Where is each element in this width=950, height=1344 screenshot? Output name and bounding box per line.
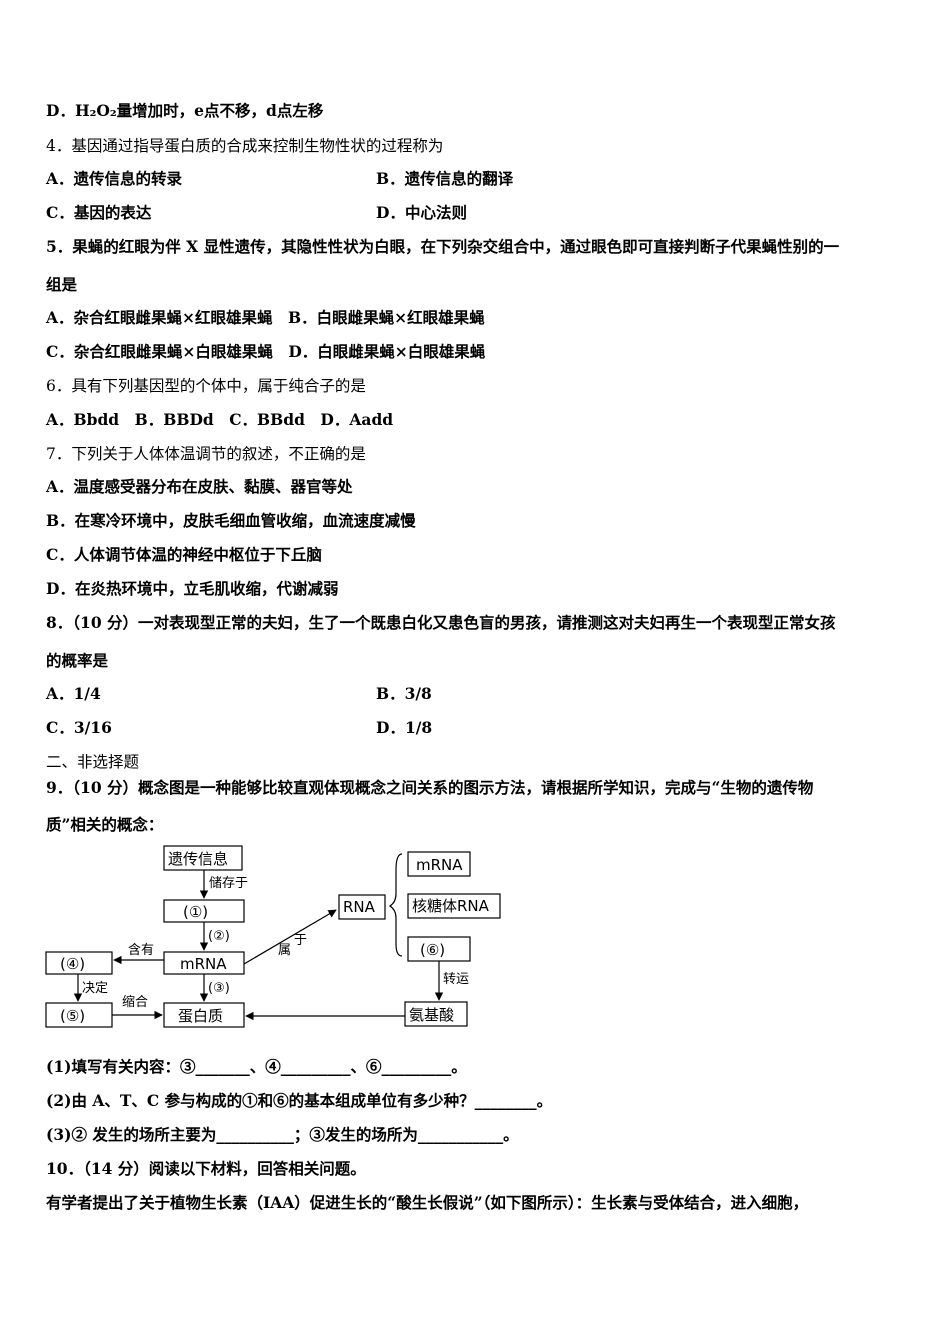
q9-sub3: (3)② 发生的场所主要为__________；③发生的场所为_________… xyxy=(46,1125,519,1144)
box-mrna-2 xyxy=(407,851,471,877)
box1-label: (①) xyxy=(183,903,208,921)
q5-options-ab: A．杂合红眼雌果蝇×红眼雄果蝇 B．白眼雌果蝇×红眼雄果蝇 xyxy=(46,308,485,327)
amino-acid-label: 氨基酸 xyxy=(409,1006,454,1024)
q8-option-b: B．3/8 xyxy=(376,684,432,703)
q9-stem-line1: 9．（10 分）概念图是一种能够比较直观体现概念之间关系的图示方法，请根据所学知… xyxy=(46,778,814,797)
q7-stem: 7．下列关于人体体温调节的叙述，不正确的是 xyxy=(46,445,366,463)
q4-option-d: D．中心法则 xyxy=(376,203,467,222)
rna-types-brace xyxy=(388,853,403,957)
box4-label: (④) xyxy=(60,955,85,973)
q9-sub1: (1)填写有关内容：③_______、④_________、⑥_________… xyxy=(46,1057,467,1076)
section-2-heading: 二、非选择题 xyxy=(46,753,140,771)
mrna-label: mRNA xyxy=(180,955,227,973)
q5-stem-line2: 组是 xyxy=(46,275,78,294)
box-protein xyxy=(163,1002,245,1028)
belongs-label-2: 于 xyxy=(294,933,307,948)
protein-label: 蛋白质 xyxy=(178,1007,223,1025)
q7-option-a: A．温度感受器分布在皮肤、黏膜、器官等处 xyxy=(46,477,353,496)
q6-stem: 6．具有下列基因型的个体中，属于纯合子的是 xyxy=(46,377,366,395)
q6-options: A．Bbdd B．BBDd C．BBdd D．Aadd xyxy=(46,410,394,429)
transport-label: 转运 xyxy=(443,972,469,987)
q5-options-cd: C．杂合红眼雌果蝇×白眼雄果蝇 D．白眼雌果蝇×白眼雄果蝇 xyxy=(46,342,486,361)
q4-option-b: B．遗传信息的翻译 xyxy=(376,169,514,188)
box-rna xyxy=(338,894,386,920)
q10-material: 有学者提出了关于植物生长素（IAA）促进生长的“酸生长假说”（如下图所示）：生长… xyxy=(46,1193,809,1212)
q4-option-a: A．遗传信息的转录 xyxy=(46,169,183,188)
q8-stem-line1: 8．（10 分）一对表现型正常的夫妇，生了一个既患白化又患色盲的男孩，请推测这对… xyxy=(46,613,836,632)
concept-map-diagram: 遗传信息 (①) mRNA (④) (⑤) 蛋白质 RNA mRNA 核糖体RN… xyxy=(45,845,501,1028)
q8-option-d: D．1/8 xyxy=(376,718,433,737)
q3-option-d: D．H₂O₂量增加时，e点不移，d点左移 xyxy=(46,101,324,120)
box5-label: (⑤) xyxy=(60,1007,85,1025)
contains-label: 含有 xyxy=(128,942,154,958)
box-4 xyxy=(45,951,113,975)
q5-stem-line1: 5．果蝇的红眼为伴 X 显性遗传，其隐性性状为白眼，在下列杂交组合中，通过眼色即… xyxy=(46,237,840,256)
q9-sub2: (2)由 A、T、C 参与构成的①和⑥的基本组成单位有多少种？________。 xyxy=(46,1091,553,1110)
q7-option-d: D．在炎热环境中，立毛肌收缩，代谢减弱 xyxy=(46,579,339,598)
genetic-info-label: 遗传信息 xyxy=(168,850,228,868)
q7-option-c: C．人体调节体温的神经中枢位于下丘脑 xyxy=(46,545,322,564)
mrna2-label: mRNA xyxy=(416,856,463,874)
box6-label: (⑥) xyxy=(420,941,445,959)
rrna-label: 核糖体RNA xyxy=(412,897,490,915)
step2-label: (②) xyxy=(208,929,230,944)
q4-option-c: C．基因的表达 xyxy=(46,203,152,222)
step3-label: (③) xyxy=(208,981,230,996)
decides-label: 决定 xyxy=(82,981,108,996)
stored-in-label: 储存于 xyxy=(209,876,248,891)
q8-option-a: A．1/4 xyxy=(46,684,101,703)
q7-option-b: B．在寒冷环境中，皮肤毛细血管收缩，血流速度减慢 xyxy=(46,511,416,530)
rna-label: RNA xyxy=(343,898,376,916)
q4-stem: 4．基因通过指导蛋白质的合成来控制生物性状的过程称为 xyxy=(46,137,444,155)
box-genetic-info xyxy=(163,845,243,871)
box-amino-acid xyxy=(404,1001,468,1027)
q9-stem-line2: 质”相关的概念： xyxy=(46,815,164,834)
belongs-label-1: 属 xyxy=(278,943,291,958)
q8-option-c: C．3/16 xyxy=(46,718,112,737)
q8-stem-line2: 的概率是 xyxy=(46,651,109,670)
condense-label: 缩合 xyxy=(122,994,148,1010)
box-rrna xyxy=(407,893,501,919)
q10-stem: 10．（14 分）阅读以下材料，回答相关问题。 xyxy=(46,1159,366,1178)
